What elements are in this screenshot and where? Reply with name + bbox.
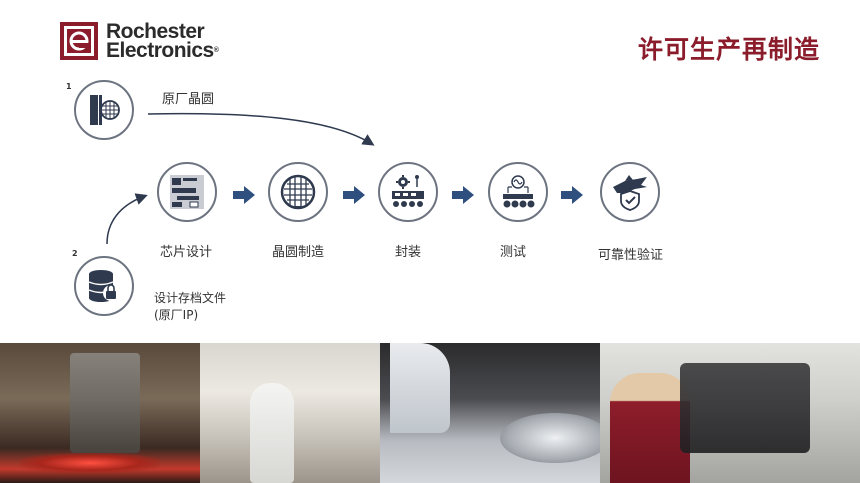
photo-machine-head (70, 353, 140, 453)
design-archive-label-line2: (原厂IP) (154, 308, 199, 322)
archive-to-design-connector (106, 193, 148, 245)
photo-wafer-disc (500, 413, 610, 463)
step-arrow-icon (343, 186, 365, 204)
wafer-icon (280, 174, 316, 210)
step-number-2: 2 (72, 249, 78, 258)
step-circle-test (488, 162, 548, 222)
step-label-wafer-fab: 晶圆制造 (272, 245, 325, 260)
photo-microscope (680, 363, 810, 453)
packaging-icon (392, 175, 424, 207)
design-archive-circle (74, 256, 134, 316)
photo-cleanroom-worker (250, 383, 294, 483)
page-title: 许可生产再制造 (637, 35, 820, 64)
step-label-test: 测试 (500, 245, 527, 260)
step-circle-wafer-fab (268, 162, 328, 222)
logo-text-line2: Electronics (106, 39, 214, 62)
step-arrow-icon (452, 186, 474, 204)
photo-red-glow (20, 453, 160, 473)
flow-connectors (106, 112, 375, 245)
step-circle-reliability (600, 162, 660, 222)
step-circle-packaging (378, 162, 438, 222)
logo-text-line1: Rochester (106, 20, 205, 43)
photo-lab-technician (610, 373, 690, 483)
chip-design-icon (170, 175, 204, 209)
reliability-shield-icon (613, 175, 647, 211)
rochester-logo: Rochester Electronics® (60, 20, 220, 62)
step-number-1: 1 (66, 82, 72, 91)
logo-registered-mark: ® (213, 47, 219, 54)
source-wafer-circle (74, 80, 134, 140)
step-label-reliability: 可靠性验证 (598, 248, 664, 263)
database-lock-icon (88, 270, 119, 302)
test-icon (503, 175, 535, 208)
step-arrow-icon (233, 186, 255, 204)
source-wafer-label: 原厂晶圆 (162, 92, 215, 107)
step-circle-chip-design (157, 162, 217, 222)
step-arrow-icon (561, 186, 583, 204)
photo-gloved-technician (390, 343, 450, 433)
source-wafer-icon (90, 95, 120, 125)
design-archive-label-line1: 设计存档文件 (154, 291, 227, 305)
wafer-to-packaging-connector (147, 112, 375, 146)
step-label-packaging: 封装 (395, 245, 422, 260)
step-label-chip-design: 芯片设计 (160, 245, 213, 260)
logo-text-line2-wrap: Electronics® (106, 39, 219, 62)
logo-mark-icon (60, 22, 98, 60)
lab-photo-collage (0, 343, 860, 483)
design-archive-label: 设计存档文件 (原厂IP) (154, 290, 226, 324)
